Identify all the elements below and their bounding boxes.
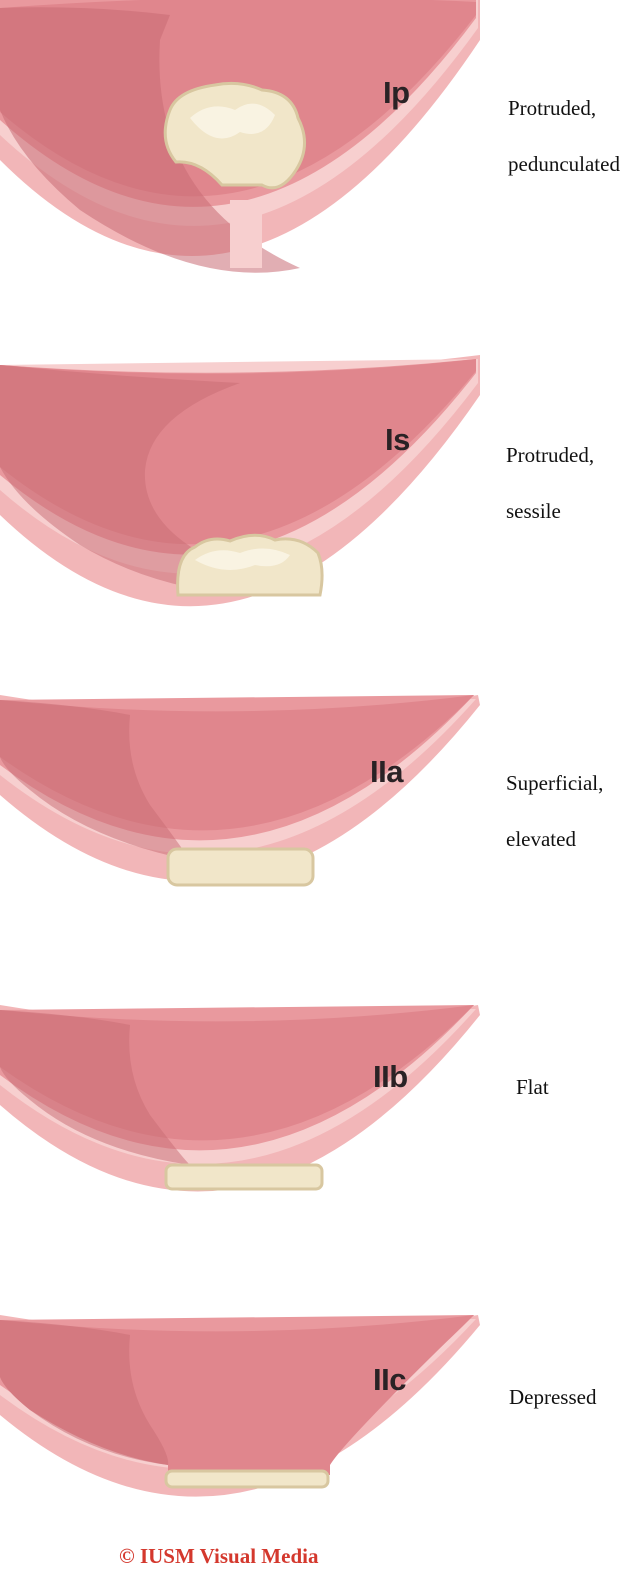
description-line: Protruded, [506, 443, 595, 467]
type-code: IIc [373, 1362, 406, 1397]
bowel-wall-illustration-iib [0, 1005, 480, 1192]
type-code: IIb [373, 1059, 408, 1094]
description-line: pedunculated [508, 152, 620, 176]
type-description: Flat [516, 1045, 549, 1129]
flat-plaque [164, 1163, 324, 1191]
description-line: Protruded, [508, 96, 597, 120]
description-line: Flat [516, 1075, 549, 1099]
type-description: Superficial, elevated [506, 741, 603, 881]
type-code: Ip [383, 75, 410, 110]
type-code: Is [385, 422, 410, 457]
bowel-wall-illustration-is [0, 355, 480, 607]
polyp-stalk [230, 200, 262, 268]
description-line: sessile [506, 499, 561, 523]
panel-ip: Ip Protruded, pedunculated [0, 0, 640, 320]
bowel-wall-illustration-iia [0, 695, 480, 887]
depressed-plaque [164, 1469, 330, 1489]
type-description: Protruded, sessile [506, 413, 594, 553]
bowel-wall-illustration-iic [0, 1315, 480, 1497]
type-description: Depressed [509, 1355, 596, 1439]
panel-iic: IIc Depressed [0, 1315, 640, 1535]
panel-iib: IIb Flat [0, 1005, 640, 1230]
type-code: IIa [370, 754, 403, 789]
panel-is: Is Protruded, sessile [0, 355, 640, 635]
type-description: Protruded, pedunculated [508, 66, 620, 206]
description-line: elevated [506, 827, 576, 851]
panel-iia: IIa Superficial, elevated [0, 695, 640, 920]
pedunculated-polyp [163, 81, 306, 190]
bowel-wall-illustration-ip [0, 0, 480, 273]
description-line: Depressed [509, 1385, 597, 1409]
description-line: Superficial, [506, 771, 604, 795]
elevated-plaque [166, 847, 315, 887]
copyright-credit: © IUSM Visual Media [119, 1544, 319, 1568]
